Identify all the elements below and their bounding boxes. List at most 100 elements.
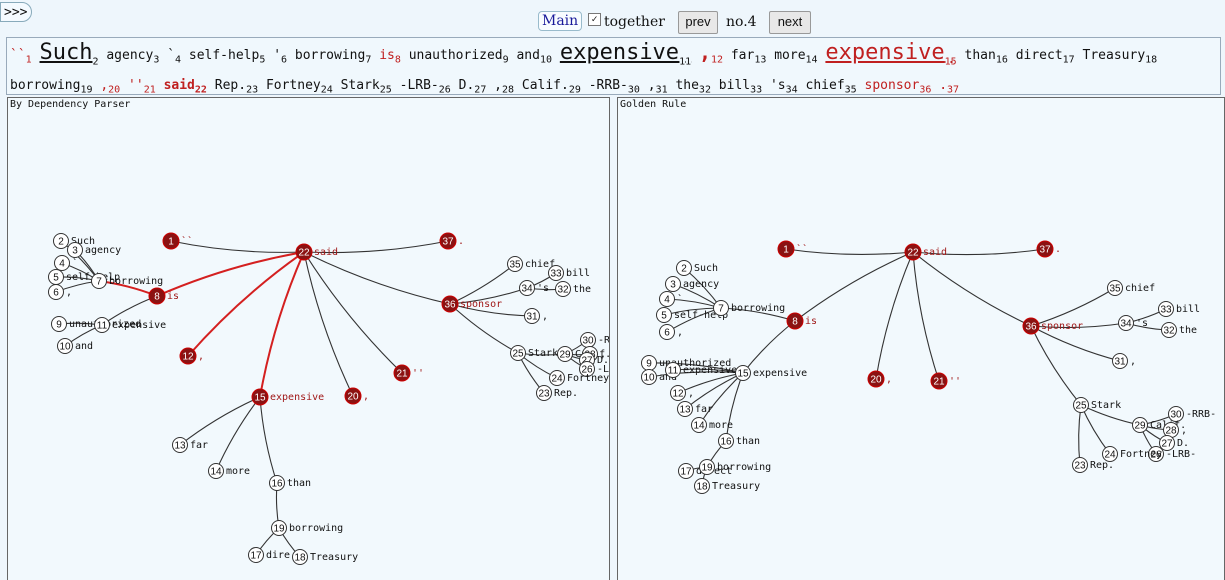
sentence-token[interactable]: D.27 xyxy=(459,78,487,94)
sentence-token[interactable]: unauthorized9 xyxy=(409,48,509,66)
tree-node-4[interactable]: 4` xyxy=(659,291,684,307)
sentence-token[interactable]: ,31 xyxy=(648,78,668,94)
sentence-token[interactable]: ''21 xyxy=(128,78,156,94)
sentence-token[interactable]: more14 xyxy=(774,48,817,66)
sentence-token[interactable]: -RRB-30 xyxy=(589,78,640,94)
sentence-token[interactable]: Fortney24 xyxy=(266,78,333,94)
sentence-token[interactable]: Such2 xyxy=(40,40,99,68)
sentence-token[interactable]: sponsor36 xyxy=(865,78,932,94)
sentence-token[interactable]: the32 xyxy=(675,78,711,94)
sentence-token[interactable]: bill33 xyxy=(719,78,762,94)
tree-node-1[interactable]: 1`` xyxy=(162,232,193,250)
together-checkbox[interactable]: ✓ xyxy=(588,13,601,26)
sentence-token[interactable]: ,28 xyxy=(494,78,514,94)
tree-node-37[interactable]: 37. xyxy=(1036,240,1061,258)
sentence-token[interactable]: Rep.23 xyxy=(215,78,258,94)
sentence-token[interactable]: direct17 xyxy=(1016,48,1075,66)
tree-node-20[interactable]: 20, xyxy=(867,370,892,388)
tree-node-34[interactable]: 34's xyxy=(519,280,550,296)
tree-node-6[interactable]: 6, xyxy=(659,324,684,340)
sentence-token[interactable]: .37 xyxy=(939,78,959,94)
sentence-token[interactable]: borrowing19 xyxy=(10,78,93,94)
sentence-token[interactable]: expensive15 xyxy=(825,40,956,68)
tree-node-6[interactable]: 6, xyxy=(48,284,73,300)
tree-node-26[interactable]: 26-LRB- xyxy=(579,361,611,377)
tree-node-34[interactable]: 34's xyxy=(1118,315,1149,331)
sentence-token[interactable]: Treasury18 xyxy=(1083,48,1158,66)
prev-button[interactable]: prev xyxy=(678,11,718,34)
sentence-token[interactable]: ,20 xyxy=(100,78,120,94)
sentence-token[interactable]: expensive11 xyxy=(560,40,691,68)
sentence-token[interactable]: chief35 xyxy=(806,78,857,94)
next-button[interactable]: next xyxy=(769,11,811,34)
sentence-token[interactable]: said22 xyxy=(164,78,207,94)
menu-toggle-button[interactable]: >>> xyxy=(0,2,32,22)
tree-node-1[interactable]: 1`` xyxy=(777,240,808,258)
sentence-token[interactable]: than16 xyxy=(965,48,1008,66)
tree-node-31[interactable]: 31, xyxy=(524,308,549,324)
sentence-token[interactable]: 's34 xyxy=(770,78,798,94)
tree-node-30[interactable]: 30-RRB- xyxy=(1168,406,1217,422)
tree-node-21[interactable]: 21'' xyxy=(393,364,424,382)
sentence-token[interactable]: ,12 xyxy=(699,40,723,66)
tree-node-31[interactable]: 31, xyxy=(1112,353,1137,369)
sentence-token[interactable]: agency3 xyxy=(106,48,159,66)
sentence-token[interactable]: borrowing7 xyxy=(295,48,371,66)
sentence-token[interactable]: `4 xyxy=(167,48,181,66)
sentence-token[interactable]: Stark25 xyxy=(341,78,392,94)
sentence-token[interactable]: far13 xyxy=(731,48,767,66)
tree-node-12[interactable]: 12, xyxy=(670,385,695,401)
main-link[interactable]: Main xyxy=(538,11,583,31)
sentence-token[interactable]: Calif.29 xyxy=(522,78,581,94)
tree-node-21[interactable]: 21'' xyxy=(930,372,961,390)
sentence-token[interactable]: '6 xyxy=(273,48,287,66)
sentence-token[interactable]: ``1 xyxy=(10,48,32,66)
sentence-token[interactable]: self-help5 xyxy=(189,48,265,66)
sentence-token[interactable]: is8 xyxy=(379,48,401,66)
tree-node-4[interactable]: 4` xyxy=(54,255,79,271)
